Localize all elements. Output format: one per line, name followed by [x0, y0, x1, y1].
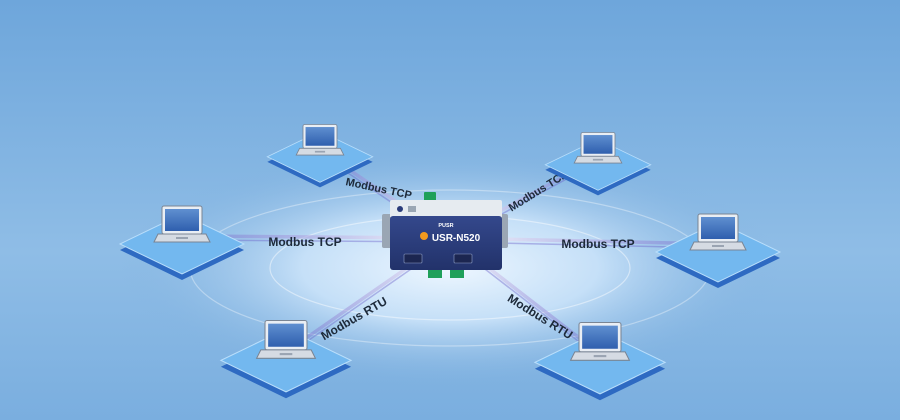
connection-label-mid-right: Modbus TCP: [561, 237, 634, 251]
device-model: USR-N520: [432, 233, 481, 244]
laptop-icon: [295, 124, 345, 156]
device-logo-icon: [420, 232, 428, 240]
platform-top: [654, 221, 782, 283]
laptop-icon: [153, 205, 211, 243]
terminal-block-2: [450, 270, 464, 278]
laptop-nodes: [118, 124, 782, 401]
platform-top: [118, 213, 246, 275]
platform-top: [533, 330, 667, 395]
node-top-right: [544, 132, 652, 196]
node-bottom-left: [219, 319, 353, 399]
device-brand: PUSR: [438, 223, 453, 229]
serial-port-1: [403, 253, 423, 264]
node-bottom-right: [533, 321, 667, 401]
platform-top: [219, 328, 353, 393]
platform-top: [266, 130, 374, 183]
device-top-face: [390, 200, 502, 218]
node-mid-right: [654, 213, 782, 288]
device-left-ear: [382, 214, 392, 248]
node-top-left: [266, 124, 374, 188]
laptop-icon: [569, 321, 631, 361]
node-mid-left: [118, 205, 246, 280]
connection-label-mid-left: Modbus TCP: [268, 235, 341, 249]
laptop-icon: [573, 132, 623, 164]
serial-server-device: PUSR USR-N520: [382, 192, 508, 278]
terminal-block-top: [424, 192, 436, 202]
serial-port-2: [453, 253, 473, 264]
laptop-icon: [255, 319, 317, 359]
laptop-icon: [689, 213, 747, 251]
platform-top: [544, 138, 652, 191]
terminal-block-1: [428, 270, 442, 278]
device-indicator: [408, 206, 416, 212]
device-screw-icon: [397, 206, 403, 212]
